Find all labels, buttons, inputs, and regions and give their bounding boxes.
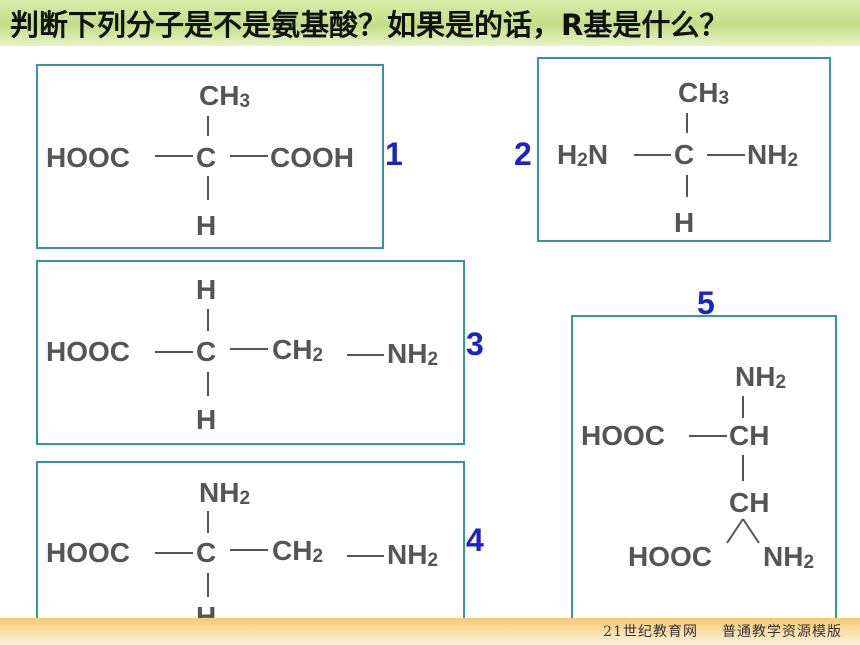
bond-left [689, 435, 727, 437]
page-title: 判断下列分子是不是氨基酸？如果是的话，R基是什么？ [10, 8, 729, 42]
atom-center: CH [729, 420, 770, 451]
molecule-5-box: NH2 HOOC CH CH HOOC NH2 [571, 315, 837, 620]
atom-bottom: H [196, 404, 217, 435]
atom-lower-right: NH2 [763, 541, 815, 573]
bond-right [230, 155, 268, 157]
atom-left: HOOC [46, 336, 130, 367]
bond-left [155, 552, 193, 554]
molecule-2-number: 2 [514, 136, 532, 172]
molecule-1-number: 1 [385, 136, 403, 172]
atom-right: COOH [270, 142, 354, 173]
bond-top [207, 309, 209, 331]
atom-left: HOOC [46, 142, 130, 173]
bond-right [707, 154, 745, 156]
title-banner [0, 0, 860, 46]
atom-top: H [196, 274, 217, 305]
footer-band: 21世纪教育网 普通教学资源模版 [0, 618, 860, 645]
bond-end [347, 555, 384, 557]
atom-right: CH2 [272, 334, 324, 366]
molecule-3-number: 3 [466, 326, 484, 362]
bond-bottom [207, 573, 209, 597]
atom-center: C [196, 537, 217, 568]
atom-end: NH2 [387, 539, 439, 571]
atom-center: C [196, 142, 217, 173]
bond-top [207, 116, 209, 136]
atom-top: NH2 [735, 361, 787, 393]
molecule-4-number: 4 [466, 522, 484, 558]
bond-left [634, 154, 671, 156]
molecule-4-box: NH2 HOOC C CH2 NH2 H [36, 461, 465, 634]
atom-top: CH3 [199, 80, 251, 112]
atom-left: HOOC [581, 420, 665, 451]
atom-left: HOOC [46, 537, 130, 568]
bond-fork [726, 518, 760, 544]
bond-right [230, 348, 268, 350]
bond-top [686, 113, 688, 133]
atom-end: NH2 [387, 338, 439, 370]
molecule-1-box: CH3 HOOC C COOH H [36, 64, 384, 249]
atom-lower: CH [729, 487, 770, 518]
bond-end [347, 354, 384, 356]
atom-top: NH2 [199, 477, 251, 509]
atom-right: CH2 [272, 535, 324, 567]
footer-site: 21世纪教育网 [603, 624, 698, 640]
bond-left [155, 351, 193, 353]
atom-left: H2N [557, 139, 609, 171]
atom-bottom: H [196, 210, 217, 241]
bond-top [742, 396, 744, 418]
atom-lower-left: HOOC [628, 541, 712, 572]
footer-text: 21世纪教育网 普通教学资源模版 [603, 621, 842, 641]
atom-bottom: H [674, 207, 695, 238]
bond-left [155, 155, 193, 157]
footer-slogan: 普通教学资源模版 [722, 624, 842, 640]
bond-middle [742, 455, 744, 481]
atom-center: C [674, 139, 695, 170]
molecule-5-number: 5 [697, 285, 715, 321]
bond-bottom [207, 372, 209, 396]
molecule-3-box: H HOOC C CH2 NH2 H [36, 260, 465, 445]
bond-right [230, 549, 268, 551]
bond-bottom [207, 176, 209, 200]
bond-top [207, 511, 209, 533]
molecule-2-box: CH3 H2N C NH2 H [537, 57, 831, 242]
atom-top: CH3 [678, 77, 730, 109]
atom-right: NH2 [747, 139, 799, 171]
bond-bottom [686, 175, 688, 197]
atom-center: C [196, 336, 217, 367]
